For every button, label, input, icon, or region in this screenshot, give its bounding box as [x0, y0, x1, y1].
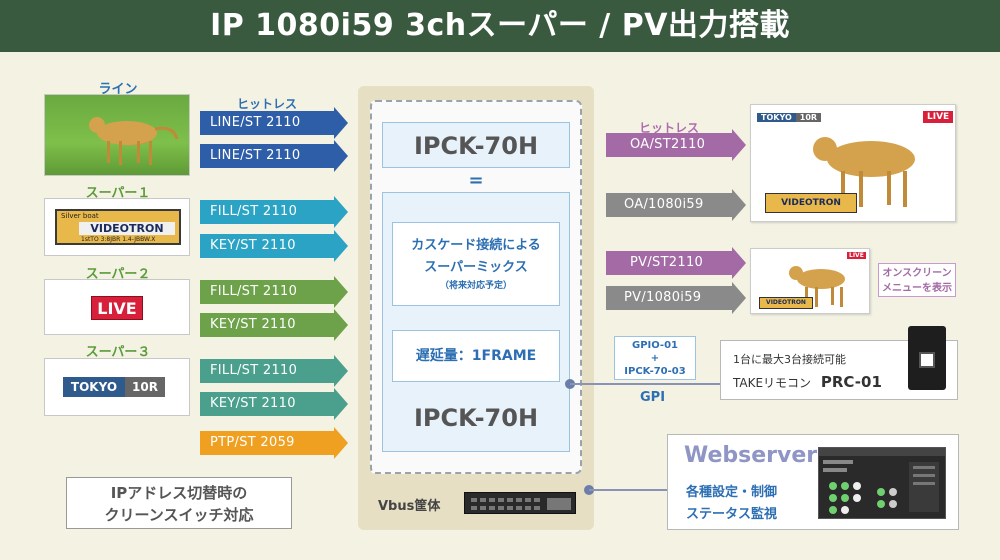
onscreen-menu-note: オンスクリーン メニューを表示 [878, 263, 956, 297]
super3-label: スーパー３ [85, 345, 151, 360]
live-badge: LIVE [91, 296, 143, 320]
onscreen-line2: メニューを表示 [882, 283, 952, 294]
pv-live-badge: LIVE [847, 252, 866, 259]
hitless-label-out: ヒットレス [638, 121, 699, 135]
note-line1: IPアドレス切替時の [110, 484, 248, 502]
webserver-line [589, 489, 667, 491]
arrow-pv-1080i59: PV/1080i59 [606, 282, 746, 314]
hitless-label-in: ヒットレス [236, 97, 297, 111]
cheetah-icon [813, 137, 915, 207]
onscreen-line1: オンスクリーン [882, 268, 952, 279]
pv-output-image: LIVE VIDEOTRON [750, 248, 870, 314]
super1-brand: VIDEOTRON [79, 222, 175, 235]
cheetah-icon [89, 117, 179, 165]
arrow-fill-3: FILL/ST 2110 [200, 355, 348, 387]
arrow-pv-st2110: PV/ST2110 [606, 247, 746, 279]
arrow-key-2: KEY/ST 2110 [200, 309, 348, 341]
remote-line1: 1台に最大3台接続可能 [733, 353, 846, 366]
remote-line2: TAKEリモコン PRC-01 [733, 373, 882, 391]
gpio-line3: IPCK-70-03 [624, 366, 686, 377]
super2-image: LIVE [44, 279, 190, 335]
oa-brand-bar: VIDEOTRON [765, 193, 857, 213]
note-line2: クリーンスイッチ対応 [104, 506, 254, 524]
remote-model: PRC-01 [820, 373, 882, 391]
cascade-line1: カスケード接続による [411, 238, 541, 253]
delay-text: 遅延量：1FRAME [415, 348, 537, 364]
ipck-top-box: IPCK-70H [382, 122, 570, 168]
oa-tag-city: TOKYO [757, 113, 796, 122]
model-top: IPCK-70H [413, 132, 539, 160]
webserver-title: Webserver [684, 443, 818, 468]
tokyo-race: 10R [125, 377, 165, 397]
arrow-line-2: LINE/ST 2110 [200, 140, 348, 172]
equals-sign: = [468, 170, 484, 191]
super3-image: TOKYO 10R [44, 358, 190, 416]
cheetah-icon [789, 266, 845, 307]
vbus-device-image [464, 492, 576, 514]
arrow-fill-2: FILL/ST 2110 [200, 276, 348, 308]
arrow-oa-st2110: OA/ST2110 [606, 129, 746, 161]
arrow-oa-1080i59: OA/1080i59 [606, 189, 746, 221]
super1-image: Silver boat VIDEOTRON 1stTO 3:8JBR 1.4-J… [44, 198, 190, 256]
arrow-key-1: KEY/ST 2110 [200, 230, 348, 262]
vbus-label: Vbus筐体 [378, 499, 441, 514]
remote-line2a: TAKEリモコン [733, 376, 812, 390]
gpio-box: GPIO-01 + IPCK-70-03 [614, 336, 696, 380]
delay-box: 遅延量：1FRAME [392, 330, 560, 382]
webserver-panel: Webserver 各種設定・制御 ステータス監視 [667, 434, 959, 530]
cascade-box: カスケード接続による スーパーミックス （将来対応予定） [392, 222, 560, 306]
arrow-line-1: LINE/ST 2110 [200, 107, 348, 139]
page-title: IP 1080i59 3chスーパー / PV出力搭載 [0, 0, 1000, 52]
arrow-key-3: KEY/ST 2110 [200, 388, 348, 420]
tokyo-tag: TOKYO 10R [63, 377, 173, 397]
super1-small-sub: 1stTO 3:8JBR 1.4-JBBW.X [81, 236, 156, 243]
remote-device-image [908, 326, 946, 390]
tokyo-city: TOKYO [63, 377, 125, 397]
webserver-screenshot [818, 447, 946, 519]
super1-label: スーパー１ [85, 186, 151, 201]
webserver-line2: ステータス監視 [686, 507, 778, 522]
cascade-line2: スーパーミックス [424, 260, 528, 275]
arrow-ptp: PTP/ST 2059 [200, 427, 348, 459]
cascade-note: （将来対応予定） [439, 281, 512, 291]
line-label: ライン [98, 82, 138, 97]
gpi-label: GPI [640, 390, 666, 405]
clean-switch-note: IPアドレス切替時の クリーンスイッチ対応 [66, 477, 292, 529]
arrow-fill-1: FILL/ST 2110 [200, 196, 348, 228]
gpi-line [570, 383, 720, 385]
oa-tag-time: 10R [795, 113, 822, 122]
super1-small-top: Silver boat [61, 212, 99, 220]
oa-live-badge: LIVE [923, 111, 954, 123]
line-input-image [44, 94, 190, 176]
pv-brand-bar: VIDEOTRON [759, 297, 813, 309]
webserver-line1: 各種設定・制御 [686, 485, 778, 500]
model-bottom: IPCK-70H [413, 404, 539, 432]
gpio-line1: GPIO-01 [631, 340, 678, 351]
gpio-line2: + [650, 353, 660, 364]
super2-label: スーパー２ [85, 267, 151, 282]
